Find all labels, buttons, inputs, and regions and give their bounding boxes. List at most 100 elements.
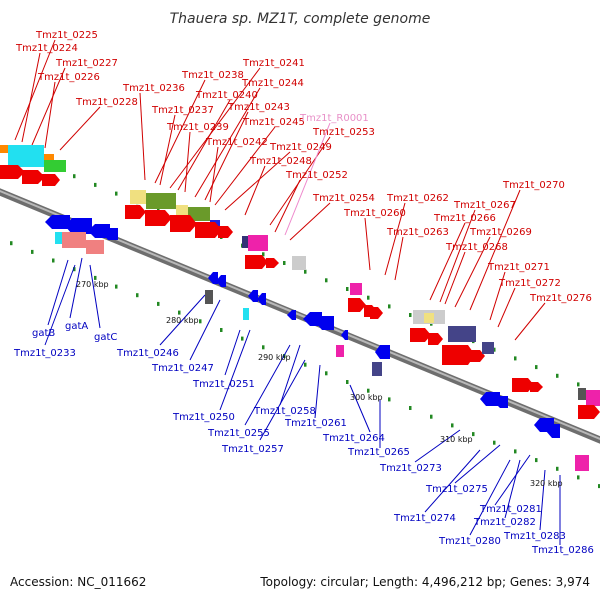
gene-label[interactable]: Tmz1t_0275 — [425, 484, 488, 495]
tick-dot — [220, 328, 223, 332]
gene-block-olive — [188, 207, 210, 221]
tick-dot — [178, 310, 181, 315]
gene-label[interactable]: Tmz1t_0245 — [242, 117, 305, 128]
gene-label[interactable]: Tmz1t_0269 — [469, 227, 532, 238]
tick-dot — [73, 174, 76, 179]
forward-arrow — [218, 226, 233, 238]
gene-block-navy — [242, 236, 248, 248]
gene-label[interactable]: Tmz1t_0242 — [205, 137, 268, 148]
gene-label[interactable]: Tmz1t_0270 — [502, 180, 565, 191]
gene-label[interactable]: Tmz1t_0248 — [249, 156, 312, 167]
reverse-arrow — [287, 310, 296, 320]
gene-label[interactable]: Tmz1t_0274 — [393, 513, 456, 524]
tick-dot — [514, 449, 517, 454]
tick-dot — [535, 458, 538, 463]
gene-block-gray — [292, 256, 306, 270]
gene-block-magenta — [586, 390, 600, 406]
gene-label[interactable]: Tmz1t_0258 — [253, 406, 316, 417]
gene-label[interactable]: Tmz1t_0252 — [285, 170, 348, 181]
gene-label[interactable]: gatC — [94, 332, 117, 343]
tick-dot — [94, 275, 97, 280]
forward-gene-labels: Tmz1t_0225 Tmz1t_0224 Tmz1t_0227 Tmz1t_0… — [15, 30, 592, 304]
gene-label[interactable]: Tmz1t_0261 — [284, 418, 347, 429]
gene-label[interactable]: Tmz1t_0257 — [221, 444, 284, 455]
gene-label[interactable]: Tmz1t_0251 — [192, 379, 255, 390]
tick-dot — [472, 432, 475, 437]
gene-label[interactable]: Tmz1t_0255 — [207, 428, 270, 439]
tick-dot — [367, 388, 370, 393]
forward-arrow — [442, 345, 475, 365]
tick-dot — [388, 304, 391, 309]
gene-label[interactable]: Tmz1t_0239 — [166, 122, 229, 133]
gene-label[interactable]: Tmz1t_0262 — [386, 193, 449, 204]
gene-label[interactable]: Tmz1t_0260 — [343, 208, 406, 219]
gene-label[interactable]: Tmz1t_0264 — [322, 433, 385, 444]
gene-label[interactable]: Tmz1t_0272 — [498, 278, 561, 289]
gene-features — [0, 145, 600, 471]
gene-label[interactable]: Tmz1t_0280 — [438, 536, 501, 547]
gene-label[interactable]: Tmz1t_0253 — [312, 127, 375, 138]
gene-label[interactable]: Tmz1t_0247 — [151, 363, 214, 374]
gene-label[interactable]: Tmz1t_0254 — [312, 193, 375, 204]
gene-label[interactable]: Tmz1t_0241 — [242, 58, 305, 69]
gene-label[interactable]: Tmz1t_0271 — [487, 262, 550, 273]
reverse-arrow — [375, 345, 390, 359]
forward-arrow — [470, 350, 485, 362]
rna-gene-label[interactable]: Tmz1t_R0001 — [299, 113, 369, 124]
gene-label[interactable]: Tmz1t_0249 — [269, 142, 332, 153]
gene-label[interactable]: Tmz1t_0282 — [473, 517, 536, 528]
tick-dot — [325, 278, 328, 283]
forward-arrow — [125, 205, 146, 219]
tick-dot — [73, 267, 76, 272]
gene-block-navy — [448, 326, 476, 342]
gene-label[interactable]: Tmz1t_0267 — [453, 200, 516, 211]
forward-arrow — [22, 170, 45, 184]
reverse-arrow — [45, 215, 70, 229]
gene-label[interactable]: Tmz1t_0236 — [122, 83, 185, 94]
gene-label[interactable]: Tmz1t_0228 — [75, 97, 138, 108]
gene-label[interactable]: Tmz1t_0283 — [503, 531, 566, 542]
gene-label[interactable]: Tmz1t_0263 — [386, 227, 449, 238]
reverse-arrow — [208, 272, 218, 284]
gene-block-darkgray — [578, 388, 586, 400]
tick-dot — [409, 313, 412, 317]
gene-label[interactable]: Tmz1t_0246 — [116, 348, 179, 359]
reverse-arrow — [257, 293, 266, 305]
gene-label[interactable]: Tmz1t_0238 — [181, 70, 244, 81]
gene-label[interactable]: Tmz1t_0227 — [55, 58, 118, 69]
gene-label[interactable]: gatA — [65, 321, 88, 332]
gene-label[interactable]: Tmz1t_0224 — [15, 43, 78, 54]
reverse-arrow — [494, 396, 508, 408]
gene-label[interactable]: Tmz1t_0281 — [479, 504, 542, 515]
gene-label[interactable]: Tmz1t_0240 — [195, 90, 258, 101]
tick-dot — [241, 336, 244, 341]
gene-label[interactable]: Tmz1t_0265 — [347, 447, 410, 458]
tick-dot — [556, 373, 559, 378]
tick-dot — [136, 293, 139, 298]
forward-arrow — [512, 378, 534, 392]
gene-block-green — [44, 160, 66, 172]
gene-block-olive — [146, 193, 176, 209]
gene-label[interactable]: Tmz1t_0244 — [241, 78, 304, 89]
gene-block-yellow — [130, 190, 146, 204]
tick-dot — [10, 241, 13, 246]
scale-mark-280: 280 kbp — [166, 316, 199, 325]
gene-label[interactable]: Tmz1t_0233 — [13, 348, 76, 359]
gene-label[interactable]: Tmz1t_0276 — [529, 293, 592, 304]
tick-dot — [514, 356, 517, 361]
gene-label[interactable]: Tmz1t_0273 — [379, 463, 442, 474]
gene-block-navy — [482, 342, 494, 354]
gene-label[interactable]: Tmz1t_0266 — [433, 213, 496, 224]
gene-label[interactable]: gatB — [32, 328, 55, 339]
gene-label[interactable]: Tmz1t_0226 — [37, 72, 100, 83]
gene-label[interactable]: Tmz1t_0225 — [35, 30, 98, 41]
tick-dot — [451, 423, 454, 428]
gene-label[interactable]: Tmz1t_0268 — [445, 242, 508, 253]
gene-label[interactable]: Tmz1t_0286 — [531, 545, 594, 556]
tick-dot — [115, 284, 118, 289]
gene-label[interactable]: Tmz1t_0250 — [172, 412, 235, 423]
gene-label[interactable]: Tmz1t_0243 — [227, 102, 290, 113]
tick-dot — [304, 269, 307, 274]
gene-label[interactable]: Tmz1t_0237 — [151, 105, 214, 116]
